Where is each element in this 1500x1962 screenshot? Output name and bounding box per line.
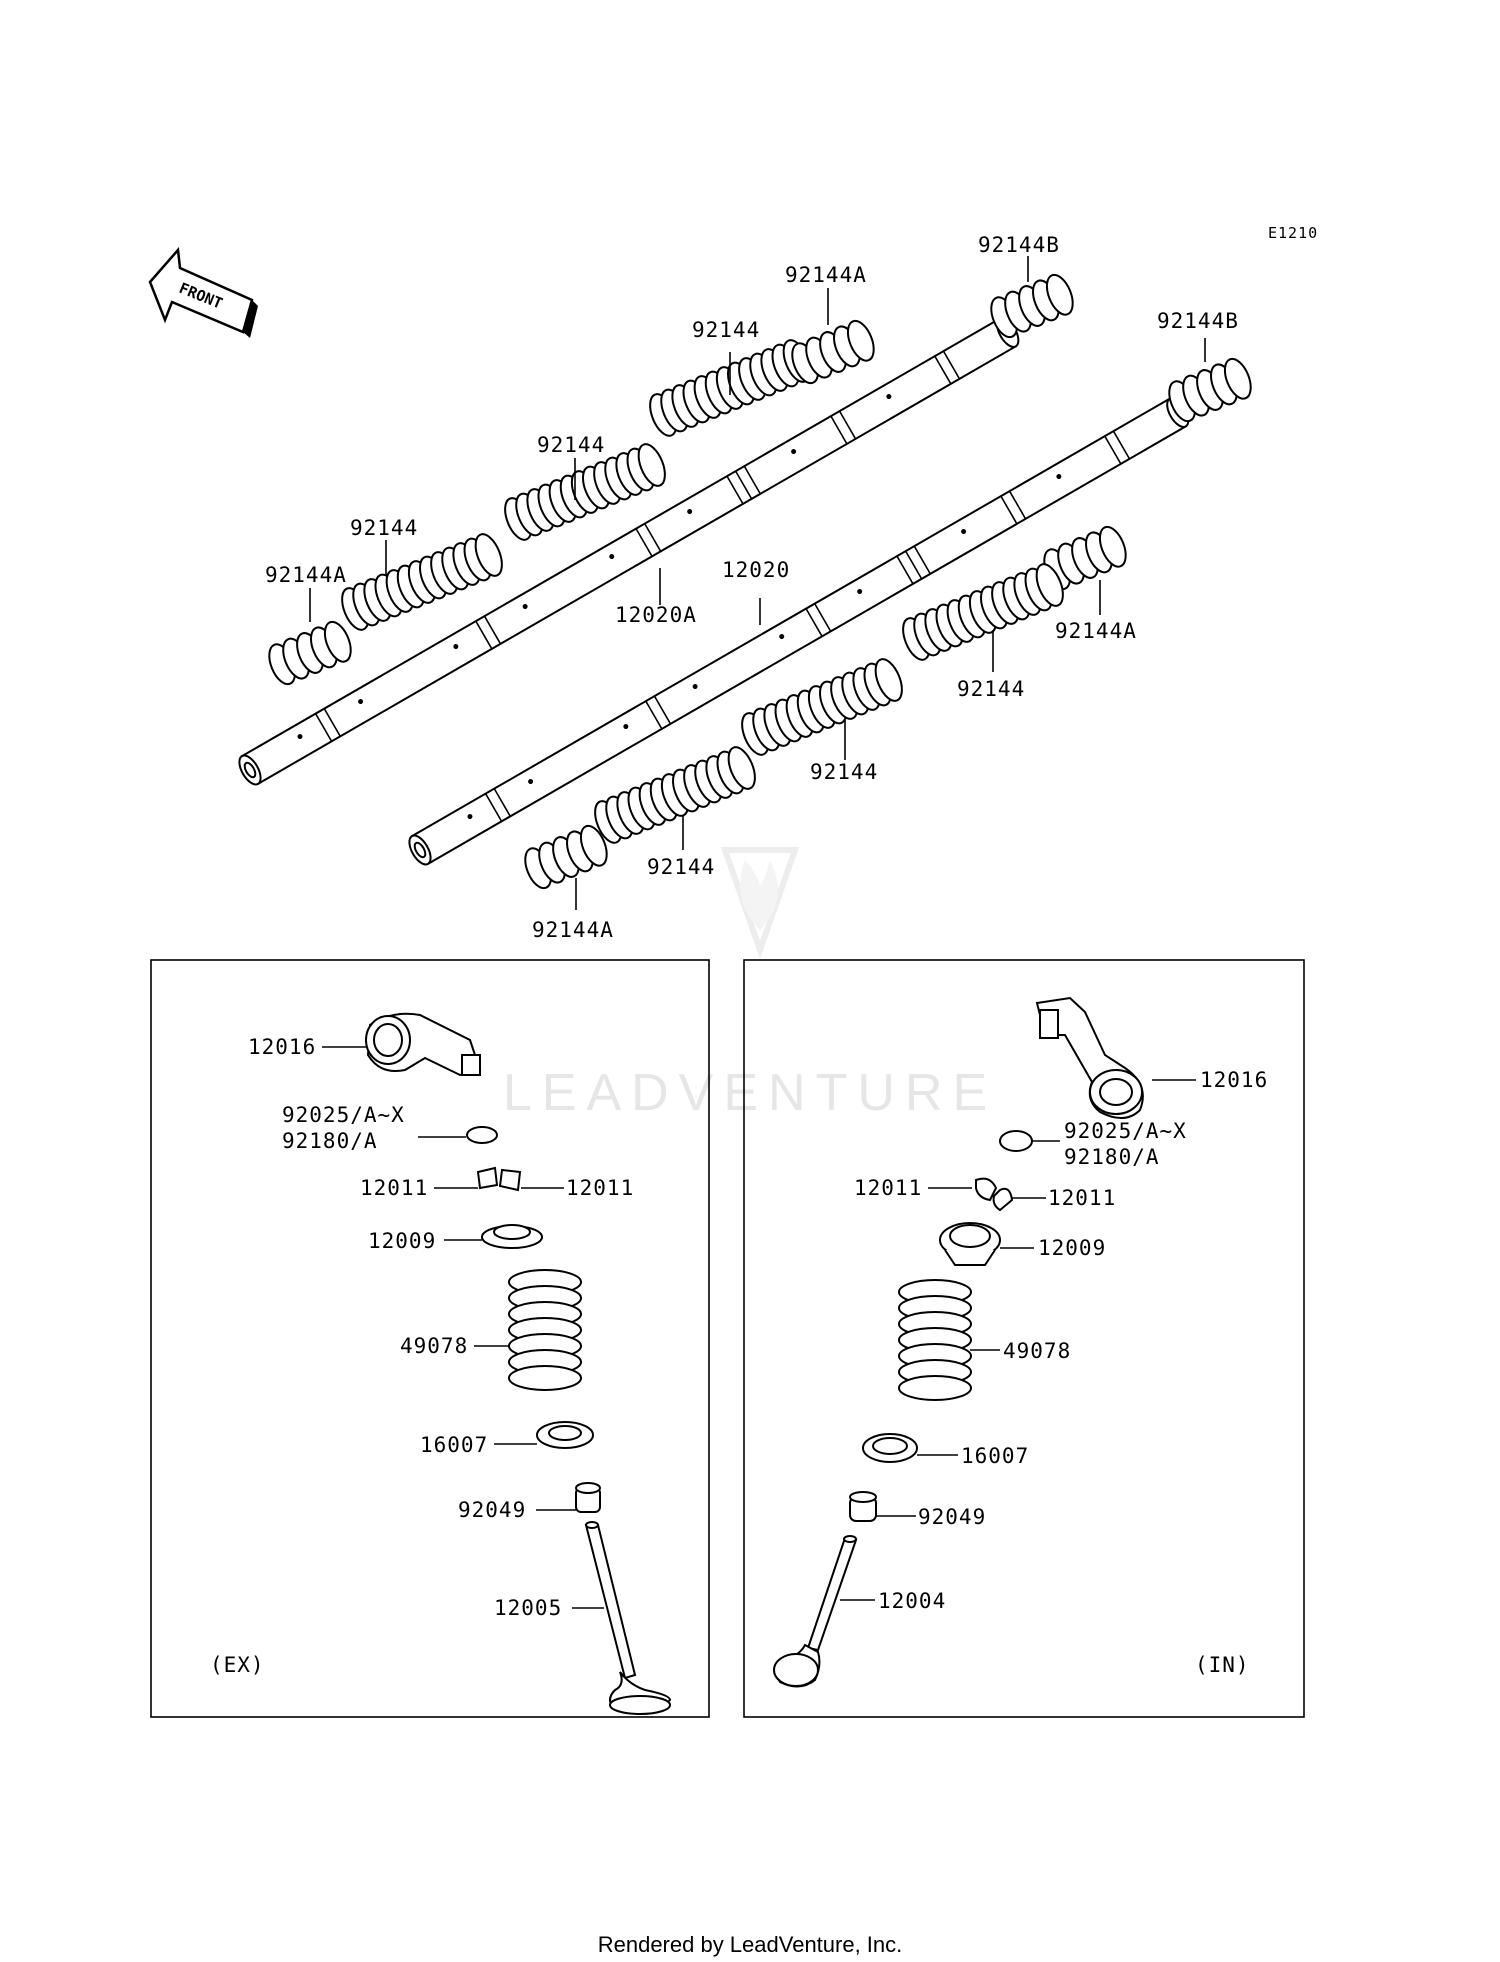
diagram-code: E1210: [1268, 224, 1318, 242]
in-cotter-part: [975, 1177, 1014, 1212]
in-label-shim1: 92025/A~X: [1064, 1119, 1187, 1143]
in-label-spring: 49078: [1003, 1339, 1071, 1363]
spring-92144b-2: [1163, 354, 1257, 426]
spring-92144a-1: [263, 617, 357, 689]
in-label-valve: 12004: [878, 1589, 946, 1613]
in-label-retainer: 12009: [1038, 1236, 1106, 1260]
spring-92144a-2: [786, 316, 880, 388]
ex-label-cotter-right: 12011: [566, 1176, 634, 1200]
label-92144-5: 92144: [810, 760, 878, 784]
in-label-cotter-right: 12011: [1048, 1186, 1116, 1210]
ex-valve-part: [584, 1521, 672, 1715]
spring-92144b-1: [985, 270, 1079, 342]
watermark-logo: [720, 847, 800, 960]
ex-shim-part: [466, 1126, 498, 1144]
label-92144a-4: 92144A: [532, 918, 614, 942]
intake-valve-box: 12016 92025/A~X 92180/A 12011 12011 1200…: [743, 959, 1305, 1718]
label-92144b-2: 92144B: [1157, 309, 1239, 333]
in-stem-seal-part: [849, 1491, 877, 1522]
ex-label-rocker: 12016: [248, 1035, 316, 1059]
in-rocker-arm-part: [1035, 996, 1144, 1119]
label-92144b-1: 92144B: [978, 233, 1060, 257]
ex-label-seal: 92049: [458, 1498, 526, 1522]
in-valve-part: [773, 1535, 858, 1688]
ex-label-spring: 49078: [400, 1334, 468, 1358]
ex-cotter-part: [476, 1166, 522, 1192]
ex-spring-seat-part: [536, 1421, 594, 1449]
in-shim-part: [999, 1130, 1033, 1152]
in-label-seat: 16007: [961, 1444, 1029, 1468]
label-12020a: 12020A: [615, 603, 697, 627]
label-92144a-3: 92144A: [1055, 619, 1137, 643]
in-label-rocker: 12016: [1200, 1068, 1268, 1092]
spring-92144a-4: [519, 821, 613, 893]
exhaust-valve-box: 12016 92025/A~X 92180/A 12011 12011 1200…: [150, 959, 710, 1718]
spring-92144-6: [588, 742, 762, 848]
ex-label-shim1: 92025/A~X: [282, 1103, 405, 1127]
in-label-cotter-left: 12011: [854, 1176, 922, 1200]
in-retainer-part: [939, 1222, 1001, 1266]
ex-label-cotter-left: 12011: [360, 1176, 428, 1200]
ex-valve-spring-part: [508, 1269, 582, 1391]
in-spring-seat-part: [862, 1433, 918, 1463]
label-92144-2: 92144: [537, 433, 605, 457]
front-arrow-icon: FRONT: [148, 247, 258, 338]
label-92144-6: 92144: [647, 855, 715, 879]
ex-tag: (EX): [210, 1653, 265, 1677]
ex-retainer-part: [481, 1224, 543, 1249]
in-label-seal: 92049: [918, 1505, 986, 1529]
label-92144-3: 92144: [692, 318, 760, 342]
label-92144a-2: 92144A: [785, 263, 867, 287]
label-92144-4: 92144: [957, 677, 1025, 701]
ex-label-retainer: 12009: [368, 1229, 436, 1253]
label-92144a-1: 92144A: [265, 563, 347, 587]
in-tag: (IN): [1195, 1653, 1250, 1677]
in-label-shim2: 92180/A: [1064, 1145, 1160, 1169]
ex-stem-seal-part: [575, 1482, 601, 1513]
ex-label-valve: 12005: [494, 1596, 562, 1620]
watermark-text: LEADVENTURE: [503, 1064, 997, 1122]
ex-rocker-arm-part: [365, 1012, 482, 1077]
ex-label-shim2: 92180/A: [282, 1129, 378, 1153]
in-valve-spring-part: [898, 1279, 972, 1401]
ex-label-seat: 16007: [420, 1433, 488, 1457]
footer-credit: Rendered by LeadVenture, Inc.: [598, 1932, 903, 1957]
label-92144-1: 92144: [350, 516, 418, 540]
label-12020: 12020: [722, 558, 790, 582]
